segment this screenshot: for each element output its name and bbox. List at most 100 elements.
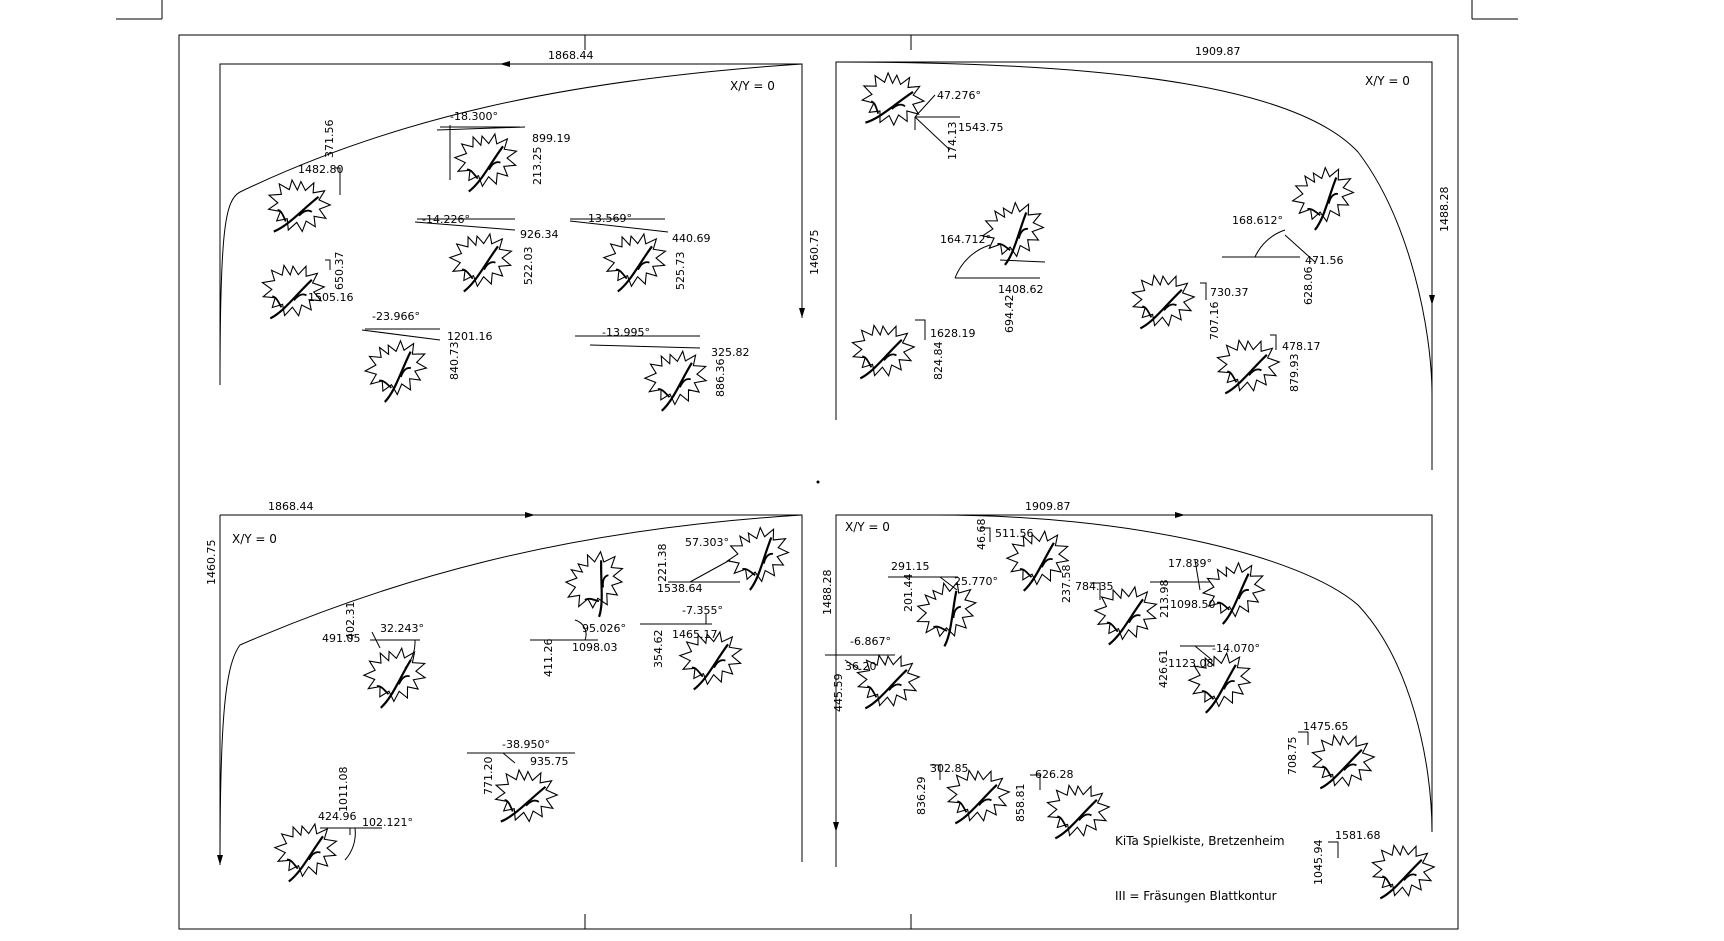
- height-label: 1460.75: [205, 540, 218, 586]
- dim-label: 1465.17: [672, 628, 718, 641]
- dim-label: 626.28: [1035, 768, 1074, 781]
- dim-label: -7.355°: [682, 604, 723, 617]
- panel-outline: [220, 514, 803, 862]
- dim-label: 1505.16: [308, 291, 354, 304]
- dim-label: 824.84: [932, 342, 945, 381]
- leaf-shape: [446, 231, 516, 294]
- dim-label: 174.13: [946, 122, 959, 161]
- dim-label: -13.569°: [584, 212, 632, 225]
- dim-label: 32.243°: [380, 622, 424, 635]
- dim-label: 899.19: [532, 132, 571, 145]
- panel-top-left: X/Y = 0 1868.44 1460.75 371.56 1482.80: [219, 49, 821, 414]
- dim-label: 1098.03: [572, 641, 618, 654]
- dim-label: 1475.65: [1303, 720, 1349, 733]
- leaf-shape: [358, 334, 436, 406]
- dim-label: 491.05: [322, 632, 361, 645]
- height-dimension: 1460.75: [799, 64, 821, 318]
- leaf-shape: [1308, 731, 1378, 794]
- leaf-shape: [719, 519, 799, 595]
- dimension-lines: [325, 125, 701, 349]
- dim-label: -6.867°: [850, 635, 891, 648]
- panel-outline: [219, 63, 803, 385]
- leaf-shape: [943, 766, 1013, 829]
- dim-label: 1123.08: [1168, 657, 1214, 670]
- leaf-shape: [359, 643, 433, 711]
- dim-label: 95.026°: [582, 622, 626, 635]
- dim-label: 694.42: [1003, 295, 1016, 334]
- dim-label: 1628.19: [930, 327, 976, 340]
- dim-label: 1011.08: [337, 767, 350, 813]
- panel-bottom-right: X/Y = 0 1909.87 1488.28: [821, 500, 1438, 904]
- origin-label: X/Y = 0: [232, 532, 277, 546]
- dim-label: -14.226°: [422, 213, 470, 226]
- dim-label: 213.98: [1158, 580, 1171, 619]
- dim-label: 17.839°: [1168, 557, 1212, 570]
- dim-label: 424.96: [318, 810, 357, 823]
- dim-label: 1543.75: [958, 121, 1004, 134]
- dim-label: 926.34: [520, 228, 559, 241]
- leaf-shape: [451, 131, 521, 194]
- origin-label: X/Y = 0: [730, 79, 775, 93]
- dim-label: 1098.50: [1170, 598, 1216, 611]
- leaf-shape: [1128, 271, 1198, 334]
- leaf-shape: [271, 821, 341, 884]
- leaf-shape: [1043, 781, 1113, 844]
- leaf-shape: [488, 764, 562, 832]
- dim-label: 426.61: [1157, 650, 1170, 689]
- dim-label: 25.770°: [954, 575, 998, 588]
- dim-label: 886.36: [714, 359, 727, 398]
- leaf-shape: [848, 321, 918, 384]
- dim-label: 1045.94: [1312, 840, 1325, 886]
- center-ticks: [584, 35, 912, 929]
- height-dimension: 1488.28: [1429, 62, 1451, 305]
- dim-label: -13.995°: [602, 326, 650, 339]
- width-dimension: 1909.87: [936, 500, 1185, 518]
- dim-label: -38.950°: [502, 738, 550, 751]
- panel-bottom-left: X/Y = 0 1868.44 1460.75 402.31 32.243° 4…: [205, 500, 803, 884]
- leaf-shape: [1284, 159, 1364, 235]
- width-label: 1909.87: [1025, 500, 1071, 513]
- leaf-shape: [1213, 336, 1283, 399]
- dim-label: -14.070°: [1212, 642, 1260, 655]
- dim-label: 325.82: [711, 346, 750, 359]
- dim-label: 771.20: [482, 757, 495, 796]
- height-dimension: 1460.75: [205, 515, 223, 865]
- height-label: 1488.28: [821, 570, 834, 616]
- dim-label: 935.75: [530, 755, 569, 768]
- dim-label: 221.38: [656, 544, 669, 583]
- dim-label: 354.62: [652, 630, 665, 669]
- width-dimension: 1868.44: [268, 500, 535, 518]
- dim-label: 445.59: [832, 674, 845, 713]
- dim-label: 36.20: [845, 660, 877, 673]
- dim-label: 858.81: [1014, 784, 1027, 823]
- legend-note: III = Fräsungen Blattkontur: [1115, 889, 1277, 903]
- dim-label: 440.69: [672, 232, 711, 245]
- dim-label: 402.31: [344, 602, 357, 641]
- dim-label: 879.93: [1288, 354, 1301, 393]
- dim-label: 213.25: [531, 147, 544, 186]
- dim-label: 471.56: [1305, 254, 1344, 267]
- dim-label: 478.17: [1282, 340, 1321, 353]
- leaf-shape: [640, 346, 714, 414]
- dim-label: 47.276°: [937, 89, 981, 102]
- dim-label: 1581.68: [1335, 829, 1381, 842]
- dim-label: -18.300°: [450, 110, 498, 123]
- dim-label: 46.68: [975, 519, 988, 551]
- dim-label: 511.56: [995, 527, 1034, 540]
- dim-label: 57.303°: [685, 536, 729, 549]
- dim-label: 411.26: [542, 639, 555, 678]
- dim-label: 1408.62: [998, 283, 1044, 296]
- leaf-shape: [600, 231, 670, 294]
- origin-label: X/Y = 0: [1365, 74, 1410, 88]
- height-label: 1460.75: [808, 230, 821, 276]
- dim-label: 650.37: [333, 252, 346, 291]
- width-label: 1868.44: [268, 500, 314, 513]
- width-label: 1868.44: [548, 49, 594, 62]
- height-label: 1488.28: [1438, 187, 1451, 233]
- dimension-lines: [825, 527, 1339, 858]
- width-dimension: 1909.87: [1195, 45, 1241, 58]
- dim-label: 201.44: [902, 574, 915, 613]
- dim-label: 371.56: [323, 120, 336, 159]
- dimension-lines: [914, 94, 1316, 350]
